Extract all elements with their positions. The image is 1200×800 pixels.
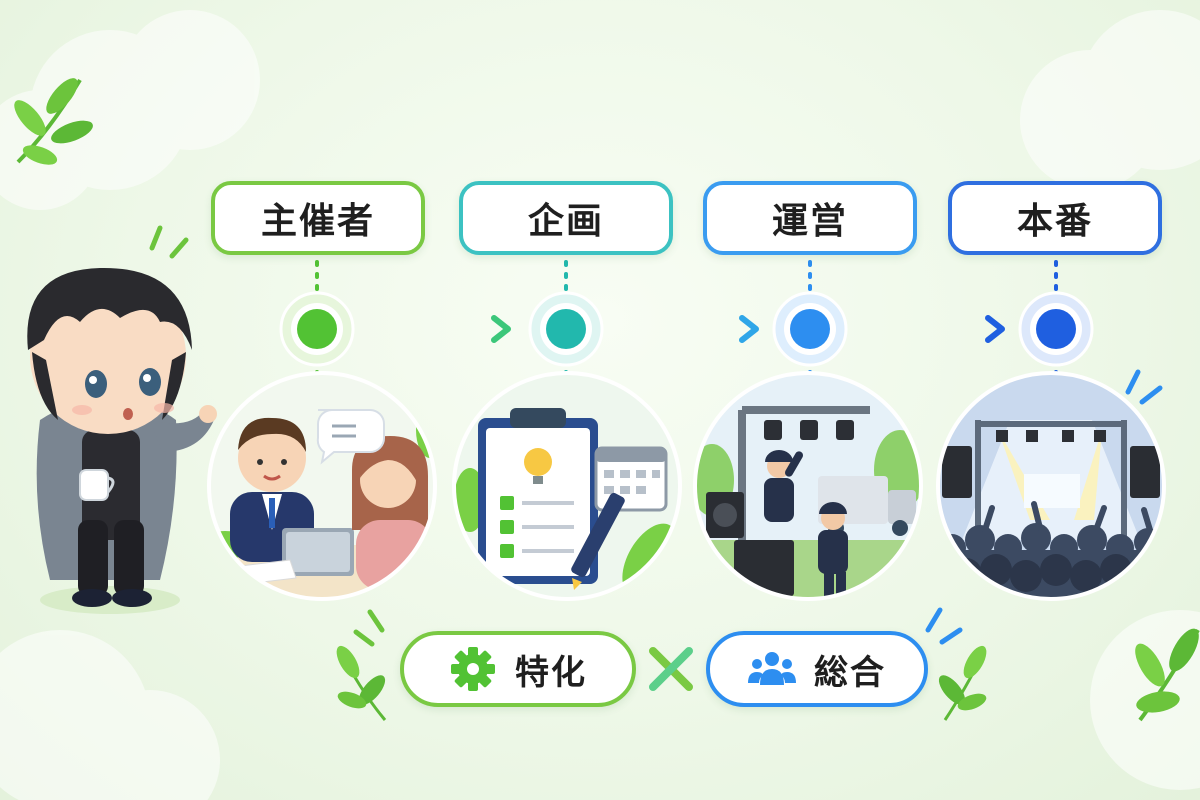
gear-icon (449, 645, 497, 693)
stage-node-1 (279, 291, 355, 367)
dotted-connectors (315, 260, 1058, 386)
scene-meeting (207, 371, 437, 601)
flow-arrow-2 (603, 315, 759, 343)
stage-node-2 (528, 291, 604, 367)
specialized-label: 特化 (515, 652, 587, 693)
stage-node-3 (772, 291, 848, 367)
stage-label-planning: 企画 (459, 181, 673, 255)
comprehensive-pill: 総合 (706, 631, 928, 707)
cloud-decoration (0, 10, 1200, 800)
team-icon (748, 645, 796, 693)
stage-label-organizer: 主催者 (211, 181, 425, 255)
scene-stage-setup (693, 371, 923, 601)
specialized-pill: 特化 (400, 631, 636, 707)
stage-label-operation: 運営 (703, 181, 917, 255)
comprehensive-label: 総合 (814, 652, 886, 693)
times-icon (645, 643, 697, 695)
leaf-decoration-bottom-right-pill (938, 645, 987, 721)
stage-label-showtime: 本番 (948, 181, 1162, 255)
mascot-character-icon (27, 267, 217, 614)
scene-planning (452, 371, 682, 601)
leaf-decoration-bottom-right (1135, 628, 1200, 722)
stage-node-4 (1018, 291, 1094, 367)
leaf-decoration-bottom-left (336, 645, 387, 721)
leaf-decoration-top-left (14, 78, 93, 165)
scene-live-concert (936, 371, 1166, 601)
flow-arrow-1 (354, 315, 511, 343)
flow-arrow-3 (846, 315, 1005, 343)
